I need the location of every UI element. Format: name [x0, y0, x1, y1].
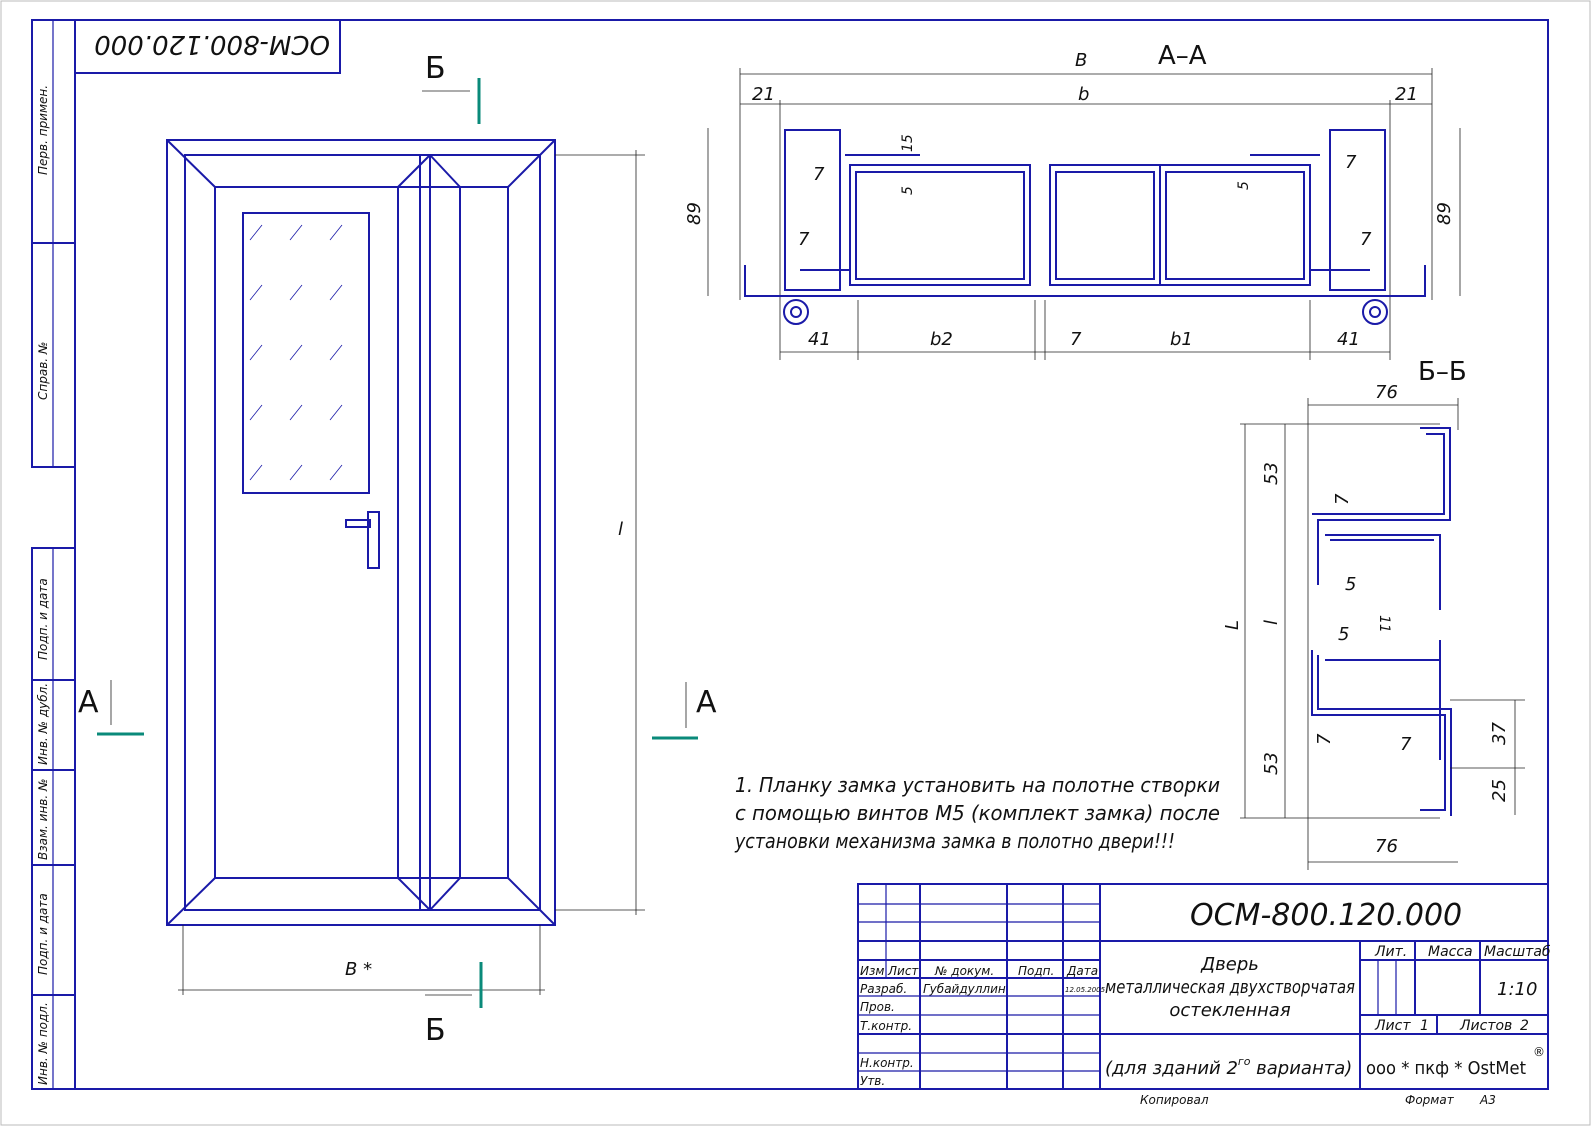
glass-hatch [249, 224, 343, 481]
dim-label: 21 [752, 84, 775, 105]
developer-date: 12.05.2005 [1065, 986, 1106, 994]
dim-label: 7 [1332, 493, 1353, 505]
role-norm-control: Н.контр. [860, 1056, 914, 1070]
section-bb-title: Б–Б [1418, 357, 1467, 387]
lit-label: Лит. [1374, 944, 1407, 960]
cut-b-top: Б [425, 51, 446, 86]
cut-a-left: А [78, 685, 99, 720]
product-name-line: Дверь [1200, 954, 1259, 975]
strip-label: Перв. примен. [36, 85, 50, 175]
dim-label: 7 [1360, 229, 1372, 250]
note-line: 1. Планку замка установить на полотне ст… [735, 773, 1220, 797]
rotated-drawing-number: ОСМ-800.120.000 [94, 29, 330, 59]
header-sign: Подп. [1018, 964, 1054, 978]
strip-label: Инв. № подл. [36, 1002, 50, 1085]
company-name: ооо * пкф * OstMet [1366, 1058, 1526, 1079]
dim-label: L [1222, 620, 1243, 630]
sheets-label: Листов [1459, 1018, 1512, 1034]
strip-label: Подп. и дата [36, 578, 50, 660]
role-tech-control: Т.контр. [860, 1019, 912, 1033]
door-handle-icon [345, 511, 380, 569]
sheet-label: Лист [1374, 1018, 1411, 1034]
product-name-line: остекленная [1169, 1000, 1290, 1021]
door-view: l B * А А Б Б [78, 51, 717, 1048]
dim-label: 5 [1338, 624, 1349, 645]
dim-height-label: l [618, 519, 623, 540]
footer-format-label: Формат [1405, 1093, 1455, 1107]
role-developer: Разраб. [860, 982, 907, 996]
dim-label: 76 [1375, 382, 1398, 403]
title-block: ОСМ-800.120.000 Изм Лист № докум. Подп. … [857, 883, 1551, 1090]
glass-panel [242, 212, 370, 494]
header-izm: Изм [860, 964, 884, 978]
mass-label: Масса [1428, 944, 1473, 960]
dim-label: 89 [1434, 202, 1455, 225]
scale-label: Масштаб [1484, 944, 1551, 960]
strip-label: Инв. № дубл. [36, 683, 50, 765]
strip-label: Подп. и дата [36, 893, 50, 975]
section-aa: А–А B b 21 21 89 89 7 7 7 7 15 5 5 41 b2… [684, 41, 1461, 360]
header-list: Лист [887, 964, 919, 978]
dim-label: 41 [1337, 329, 1360, 350]
dim-label: 53 [1261, 752, 1282, 775]
dim-label: B [1075, 50, 1087, 71]
dim-label: b [1078, 84, 1089, 105]
notes: 1. Планку замка установить на полотне ст… [734, 773, 1220, 853]
footer-format-value: А3 [1479, 1093, 1496, 1107]
rotated-stamp [74, 19, 341, 74]
dim-label: 7 [1345, 152, 1357, 173]
dim-label: 7 [798, 229, 810, 250]
role-approved: Утв. [860, 1074, 885, 1088]
cut-b-bottom: Б [425, 1013, 446, 1048]
footer-copied: Копировал [1140, 1093, 1209, 1107]
dim-label: 7 [1400, 734, 1412, 755]
product-subtitle: (для зданий 2го варианта) [1105, 1055, 1352, 1079]
header-doc-no: № докум. [934, 964, 994, 978]
dim-label: 21 [1395, 84, 1418, 105]
note-line: установки механизма замка в полотно двер… [734, 829, 1175, 853]
dim-label: 25 [1489, 779, 1510, 802]
cut-a-right: А [696, 685, 717, 720]
note-line: с помощью винтов М5 (комплект замка) пос… [735, 801, 1220, 825]
scale-value: 1:10 [1497, 979, 1537, 1000]
side-strip: Перв. примен. Справ. № Подп. и дата Инв.… [31, 19, 76, 1090]
dim-label: 7 [1070, 329, 1082, 350]
dim-label: l [1261, 620, 1282, 625]
dim-width-label: B * [345, 959, 372, 980]
dim-label: 37 [1489, 722, 1510, 745]
dim-label: 76 [1375, 836, 1398, 857]
strip-label: Взам. инв. № [36, 779, 50, 860]
developer-name: Губайдуллин [923, 982, 1006, 996]
sheets-value: 2 [1520, 1018, 1529, 1034]
drawing-number: ОСМ-800.120.000 [1190, 898, 1462, 933]
dim-label: b2 [930, 329, 953, 350]
product-name-line: металлическая двухстворчатая [1105, 977, 1355, 998]
role-checker: Пров. [860, 1000, 895, 1014]
company-mark: ® [1533, 1045, 1545, 1059]
section-bb: Б–Б 76 76 L l 53 53 7 5 5 11 7 7 37 25 [1222, 357, 1525, 870]
dim-label: 41 [808, 329, 831, 350]
dim-label: b1 [1170, 329, 1193, 350]
header-date: Дата [1066, 964, 1098, 978]
dim-label: 53 [1261, 462, 1282, 485]
dim-label: 89 [684, 202, 705, 225]
dim-label: 5 [1345, 574, 1356, 595]
dim-label: 5 [1236, 181, 1252, 190]
dim-label: 5 [900, 186, 916, 195]
dim-label: 7 [813, 164, 825, 185]
sheet-value: 1 [1420, 1018, 1429, 1034]
dim-label: 7 [1314, 733, 1335, 745]
dim-label: 11 [1376, 615, 1392, 633]
dim-label: 15 [900, 134, 916, 152]
section-aa-title: А–А [1158, 41, 1207, 71]
strip-label: Справ. № [36, 342, 50, 400]
